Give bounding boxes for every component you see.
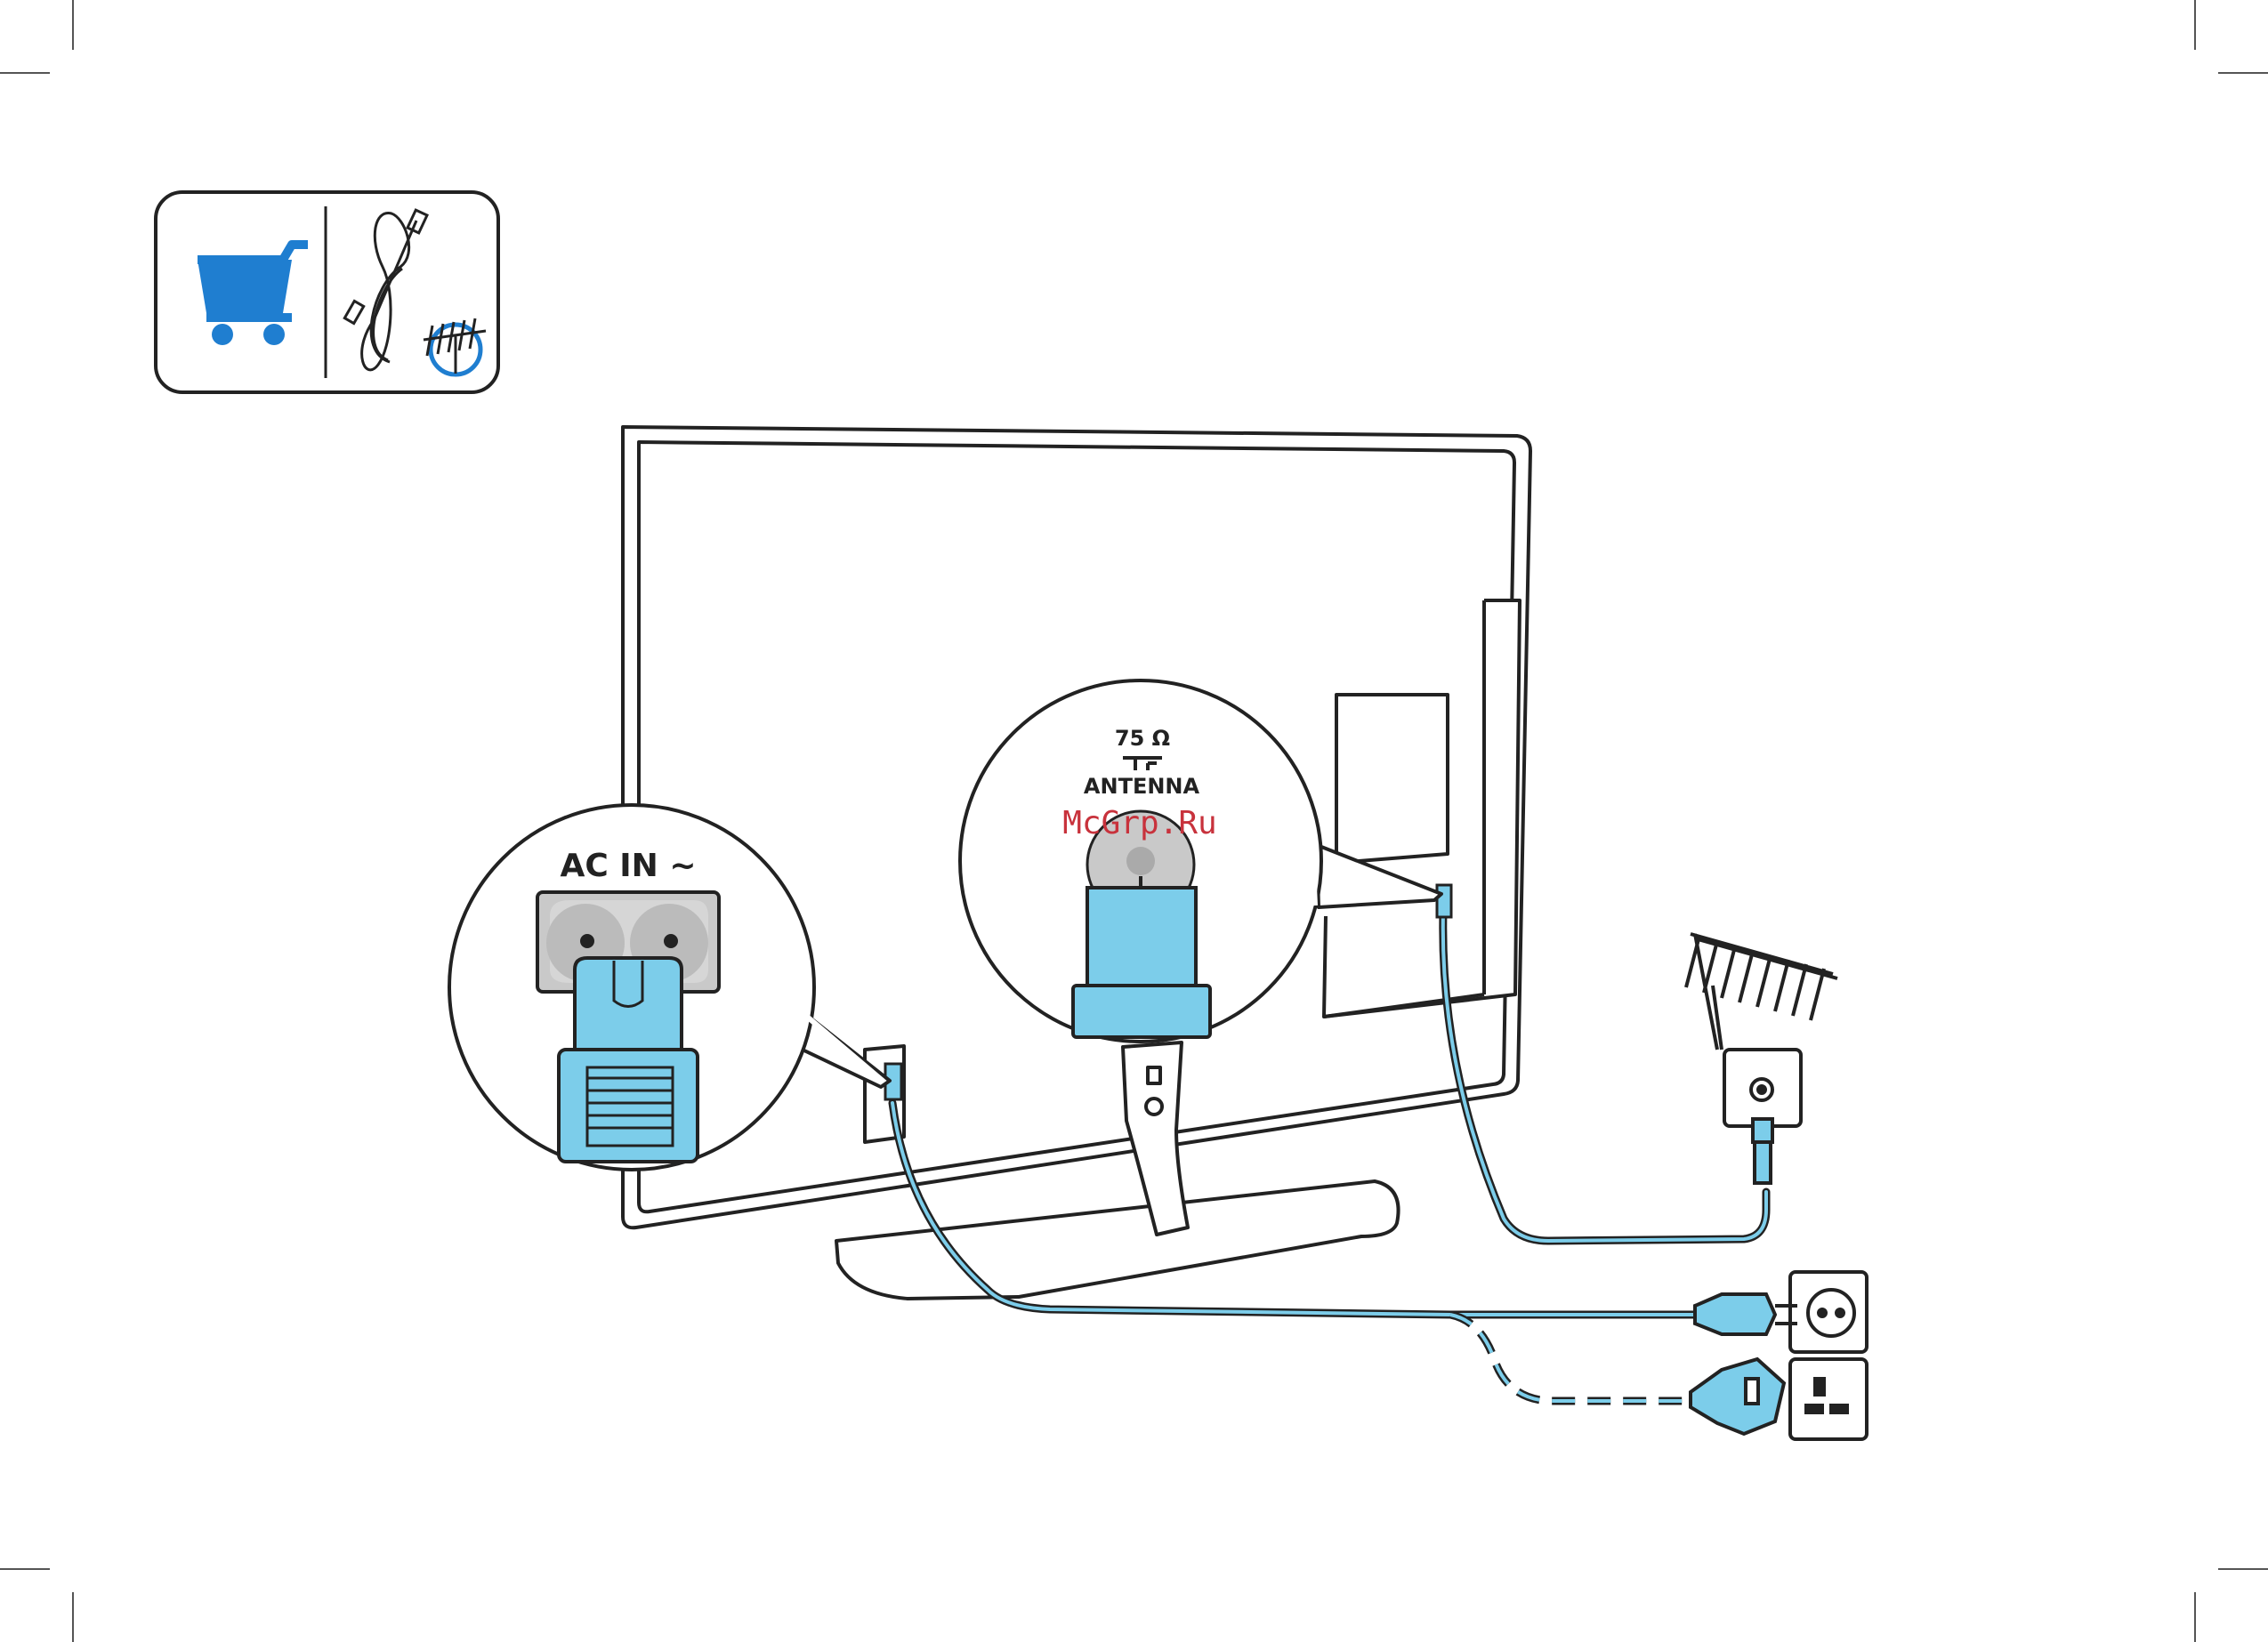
antenna-impedance-label: 75 Ω <box>1115 726 1170 751</box>
watermark-text: McGrp.Ru <box>1062 805 1216 841</box>
uk-plug <box>1691 1359 1784 1434</box>
ac-in-label: AC IN ~ <box>560 848 696 884</box>
power-plug-connector <box>559 958 698 1162</box>
accessories-box <box>156 192 498 392</box>
rooftop-antenna <box>1686 934 1837 1050</box>
eu-plug <box>1695 1294 1797 1334</box>
uk-cable-dashed <box>1450 1315 1691 1401</box>
eu-wall-socket <box>1790 1272 1867 1352</box>
antenna-plug-connector <box>1073 876 1210 1037</box>
antenna-label: ANTENNA <box>1084 774 1200 799</box>
antenna-wall-socket <box>1724 1050 1801 1183</box>
uk-wall-socket <box>1790 1359 1867 1439</box>
